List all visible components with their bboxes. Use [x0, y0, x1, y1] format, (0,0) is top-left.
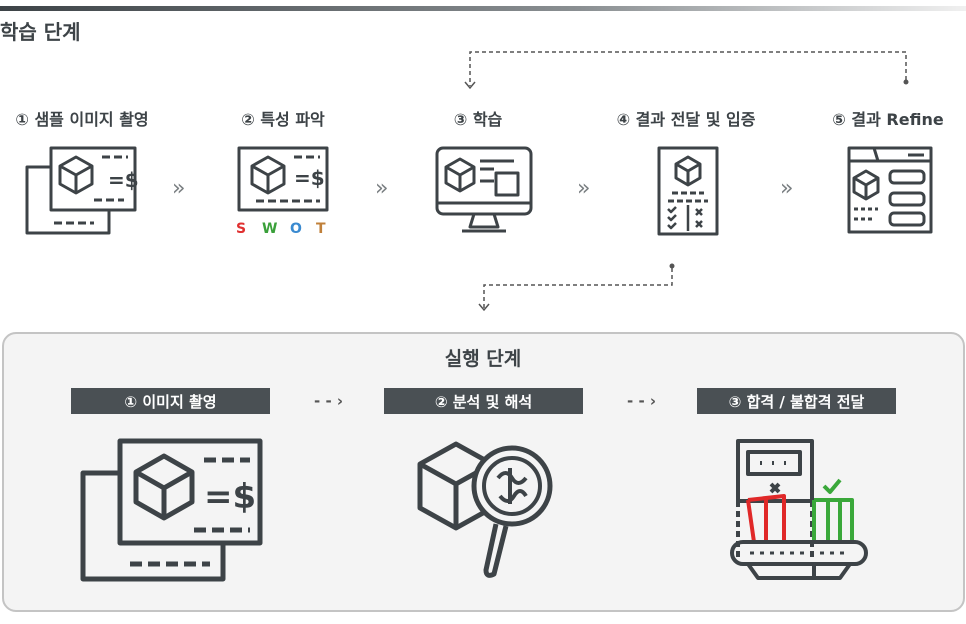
feedback-connectors — [464, 51, 909, 312]
chevron-right-icon: » — [375, 176, 389, 201]
chevron-right-icon: » — [577, 176, 591, 201]
top-divider — [0, 6, 966, 11]
execution-stage-title: 실행 단계 — [444, 348, 522, 370]
learning-step-3-label: ③ 학습 — [453, 110, 503, 129]
browser-window-icon — [847, 146, 933, 234]
learning-stage-title: 학습 단계 — [0, 20, 81, 44]
image-capture-icon: =$ — [80, 438, 263, 582]
image-capture-icon: =$ — [25, 146, 138, 235]
execution-step-1-label: ① 이미지 촬영 — [71, 388, 270, 414]
svg-text:=$: =$ — [204, 477, 256, 517]
swot-analysis-icon: =$ S W O T — [236, 146, 329, 237]
learning-step-1-label: ① 샘플 이미지 촬영 — [15, 110, 149, 129]
learning-step-5-label: ⑤ 결과 Refine — [832, 110, 944, 129]
to-execution-line — [483, 268, 673, 308]
svg-text:=$: =$ — [294, 166, 325, 190]
refine-feedback-line — [469, 51, 907, 86]
magnifier-analysis-icon — [417, 441, 553, 578]
execution-step-3-label: ③ 합격 / 불합격 전달 — [697, 388, 896, 414]
dashed-arrow-icon: - - › — [627, 392, 657, 410]
dashed-arrow-icon: - - › — [314, 392, 344, 410]
checklist-document-icon — [657, 146, 719, 236]
swot-w: W — [262, 221, 277, 237]
swot-s: S — [236, 221, 246, 237]
execution-step-2-label: ② 분석 및 해석 — [384, 388, 583, 414]
svg-text:=$: =$ — [108, 168, 138, 192]
learning-step-4-label: ④ 결과 전달 및 입증 — [616, 110, 756, 129]
learning-step-2-label: ② 특성 파악 — [241, 110, 325, 129]
monitor-icon — [435, 146, 533, 233]
conveyor-sorting-icon — [730, 439, 868, 580]
chevron-right-icon: » — [172, 176, 186, 201]
connector-dot — [903, 79, 909, 85]
swot-o: O — [290, 221, 302, 237]
swot-t: T — [316, 221, 326, 237]
arrow-head — [464, 81, 476, 90]
chevron-right-icon: » — [780, 176, 794, 201]
